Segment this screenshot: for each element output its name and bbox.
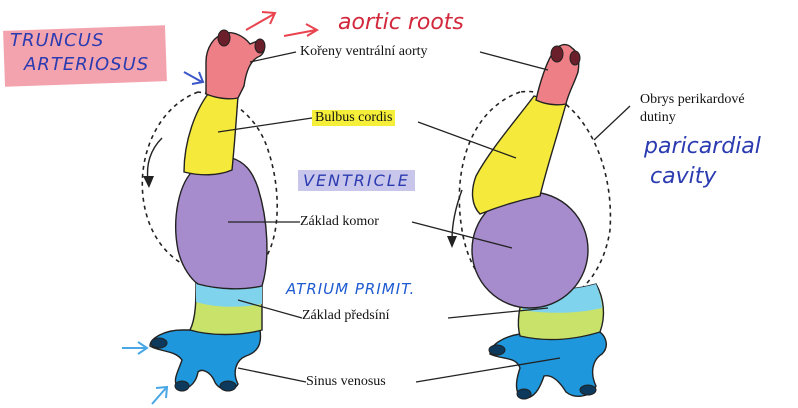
right-aortic-root-opening-2 bbox=[570, 51, 580, 65]
label-ventricle-base: Základ komor bbox=[300, 214, 379, 230]
handwritten-pericardial-line2: cavity bbox=[650, 164, 716, 189]
right-heart-tube bbox=[447, 45, 610, 399]
left-heart-tube bbox=[142, 30, 277, 391]
label-bulbus-cordis: Bulbus cordis bbox=[312, 110, 395, 126]
label-pericardial-line1: Obrys perikardové bbox=[640, 92, 745, 108]
left-vein-opening-3 bbox=[220, 381, 236, 391]
label-sinus-venosus: Sinus venosus bbox=[306, 374, 386, 390]
leader-roots-right bbox=[480, 52, 548, 70]
right-curve-arrowhead bbox=[447, 236, 457, 248]
handwritten-truncus-line2: ARTERIOSUS bbox=[24, 54, 149, 75]
left-aortic-root-opening-1 bbox=[218, 30, 230, 46]
handwritten-pericardial-line1: paricardial bbox=[644, 134, 761, 159]
label-atrium-base: Základ předsíní bbox=[302, 308, 389, 324]
left-vein-opening-2 bbox=[175, 381, 189, 391]
left-sinus-venosus-region bbox=[150, 330, 260, 390]
right-aortic-root-opening-1 bbox=[551, 46, 563, 62]
leader-sinus-left bbox=[238, 368, 306, 382]
left-aortic-root-opening-2 bbox=[255, 39, 265, 53]
handwritten-atrium: ATRIUM PRIMIT. bbox=[286, 280, 415, 298]
handwritten-ventricle: VENTRICLE bbox=[298, 170, 415, 191]
right-vein-opening-3 bbox=[580, 385, 596, 395]
right-vein-opening-2 bbox=[517, 389, 531, 399]
left-bulbus-region bbox=[184, 94, 238, 175]
label-pericardial-line2: dutiny bbox=[640, 110, 676, 126]
left-vein-opening-1 bbox=[151, 338, 167, 348]
blue-arrow-sinus-2 bbox=[152, 388, 166, 404]
left-ventricle-region bbox=[176, 158, 267, 289]
right-vein-opening-1 bbox=[489, 345, 505, 355]
leader-pericardial bbox=[594, 106, 630, 140]
label-aortic-roots-cz: Kořeny ventrální aorty bbox=[300, 44, 428, 60]
red-arrow-1 bbox=[246, 14, 274, 30]
left-curve-arrowhead bbox=[143, 176, 154, 188]
handwritten-aortic-roots: aortic roots bbox=[338, 10, 464, 35]
handwritten-truncus-line1: TRUNCUS bbox=[10, 30, 104, 51]
